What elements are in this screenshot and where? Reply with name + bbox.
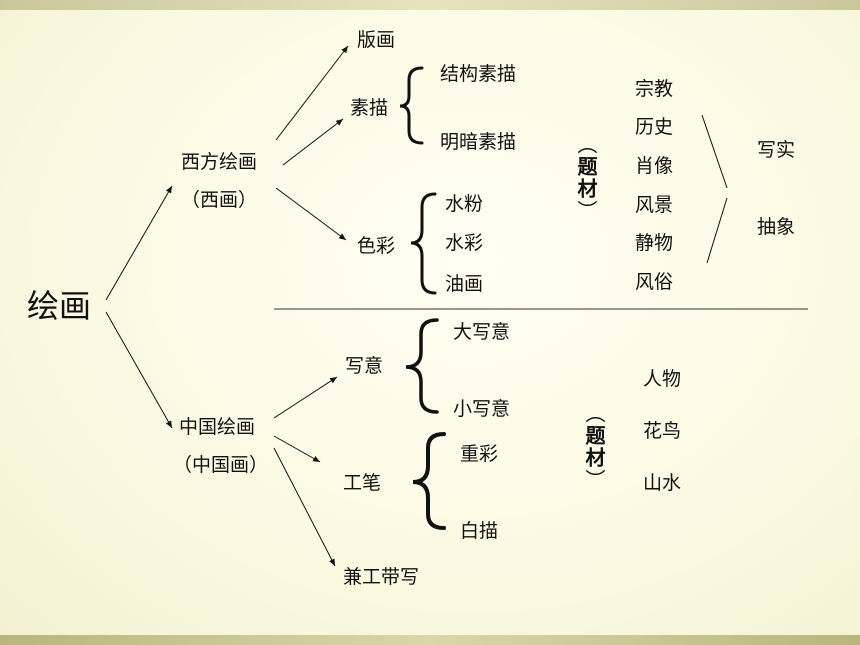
arrow-china-to-xieyi [273, 376, 338, 419]
arrow-root-to-china [105, 311, 173, 429]
subject-still-life: 静物 [635, 232, 674, 254]
style-abstract: 抽象 [757, 216, 796, 238]
subject-landscape: 风景 [635, 194, 674, 216]
china-subject-label: （题材） [582, 403, 606, 491]
brace-xieyi [405, 318, 439, 414]
style-realism: 写实 [757, 139, 796, 161]
subject-figure: 人物 [643, 368, 682, 390]
brace-gongbi [412, 432, 446, 530]
connector-abstract-bottom [706, 197, 728, 264]
arrow-china-to-gongbi [273, 435, 321, 463]
connector-realism-top [701, 114, 728, 189]
node-western-alias: （西画） [181, 189, 258, 211]
node-western-painting: 西方绘画 [181, 151, 258, 173]
arrow-west-to-color [275, 187, 347, 241]
top-border-bar [0, 0, 860, 10]
node-heavy-color: 重彩 [460, 443, 499, 465]
arrow-china-to-mixed [273, 447, 336, 567]
node-sketch: 素描 [350, 97, 389, 119]
node-watercolor: 水彩 [445, 232, 484, 254]
node-small-xieyi: 小写意 [453, 398, 511, 420]
node-gouache: 水粉 [445, 193, 484, 215]
brace-sketch [399, 66, 424, 145]
arrow-west-to-sketch [282, 118, 344, 166]
root-node-painting: 绘画 [27, 287, 92, 325]
node-structural-sketch: 结构素描 [440, 63, 517, 85]
subject-bird-flower: 花鸟 [643, 420, 682, 442]
node-gongbi: 工笔 [343, 472, 382, 494]
node-shading-sketch: 明暗素描 [440, 131, 517, 153]
subject-landscape-shanshui: 山水 [643, 472, 682, 494]
node-printmaking: 版画 [357, 29, 396, 51]
node-xieyi: 写意 [345, 355, 384, 377]
bottom-border-bar [0, 635, 860, 645]
node-chinese-painting: 中国绘画 [179, 416, 256, 438]
subject-history: 历史 [635, 116, 674, 138]
node-mixed-style: 兼工带写 [343, 566, 420, 588]
node-chinese-alias: （中国画） [173, 454, 269, 476]
node-line-drawing: 白描 [460, 520, 499, 542]
west-subject-label: （题材） [574, 134, 598, 222]
subject-portrait: 肖像 [635, 155, 674, 177]
arrow-root-to-west [105, 185, 173, 301]
subject-genre: 风俗 [635, 271, 674, 293]
brace-color [410, 192, 437, 295]
arrow-west-to-print [275, 45, 349, 141]
node-big-xieyi: 大写意 [453, 321, 511, 343]
node-oil-painting: 油画 [445, 273, 484, 295]
node-color: 色彩 [357, 235, 396, 257]
subject-religion: 宗教 [635, 78, 674, 100]
